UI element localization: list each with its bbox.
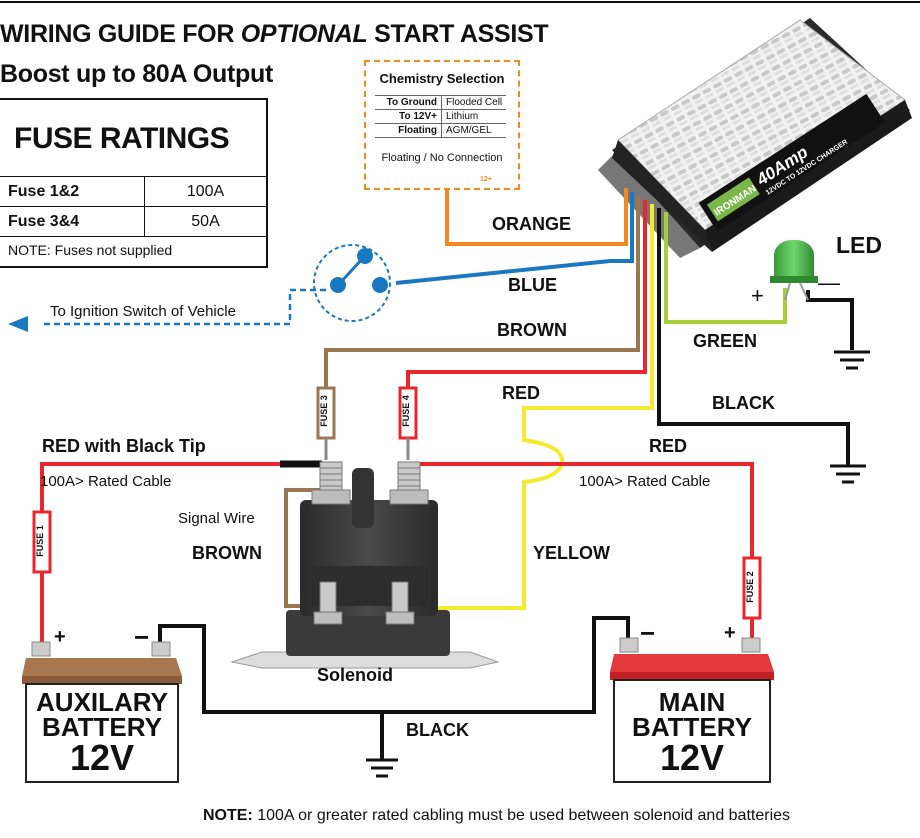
- table-row: Fuse 3&4 50A: [0, 206, 266, 237]
- aux-line3: 12V: [69, 737, 135, 778]
- fuse-1: [32, 510, 52, 574]
- fuse-name: Fuse 3&4: [0, 206, 145, 237]
- table-row: Fuse 1&2 100A: [0, 176, 266, 207]
- label-blue: BLUE: [508, 275, 557, 295]
- chem-key: Floating: [375, 123, 442, 138]
- label-ignition: To Ignition Switch of Vehicle: [50, 303, 236, 320]
- floating-label: Floating / No Connection: [381, 152, 503, 164]
- ignition-switch: [8, 244, 391, 332]
- label-fuse4: FUSE 4: [400, 395, 411, 427]
- label-fuse3: FUSE 3: [318, 395, 329, 427]
- bottom-note-text: 100A or greater rated cabling must be us…: [252, 807, 791, 824]
- chemistry-title: Chemistry Selection: [379, 71, 505, 86]
- ground-symbol-right: [830, 464, 866, 484]
- led-minus: —: [818, 270, 840, 295]
- fuse-2: [742, 556, 762, 620]
- label-red-black-tip: RED with Black Tip: [42, 436, 206, 456]
- chem-key: To Ground: [375, 95, 442, 110]
- fuse-note: NOTE: Fuses not supplied: [8, 242, 173, 258]
- chem-value: Flooded Cell: [441, 95, 507, 110]
- ground-symbol-led: [834, 350, 870, 370]
- title-part-2: OPTIONAL: [240, 20, 368, 48]
- chem-value: Lithium: [441, 109, 507, 124]
- label-black-right: BLACK: [712, 393, 775, 413]
- label-orange: ORANGE: [492, 214, 572, 234]
- label-brown-signal: BROWN: [192, 543, 262, 563]
- charger-wire-stubs: [624, 188, 668, 234]
- chem-value: AGM/GEL: [441, 123, 507, 138]
- aux-line2: BATTERY: [42, 712, 162, 742]
- label-led: LED: [836, 232, 882, 258]
- led-ground-wire: [806, 290, 854, 350]
- blue-wire: [395, 212, 634, 285]
- fuse-3: [316, 386, 336, 460]
- label-red-top: RED: [502, 383, 541, 403]
- fuse-ratings-table: FUSE RATINGS Fuse 1&2 100A Fuse 3&4 50A …: [0, 98, 268, 271]
- black-wire-bottom: [158, 616, 630, 714]
- fuse-ratings-heading: FUSE RATINGS: [14, 122, 230, 155]
- solenoid: [230, 461, 500, 669]
- bottom-note: NOTE: 100A or greater rated cabling must…: [203, 807, 790, 825]
- bottom-note-bold: NOTE:: [203, 807, 253, 824]
- brown-wire-top: [324, 216, 640, 390]
- fuse-name: Fuse 1&2: [0, 176, 145, 207]
- yellow-wire: [405, 224, 654, 610]
- main-battery-label: MAIN BATTERY 12V: [614, 687, 770, 778]
- fuse-value: 100A: [144, 176, 266, 207]
- fuse-4: [398, 386, 418, 460]
- green-wire: [664, 232, 787, 324]
- aux-line1: AUXILARY: [36, 687, 168, 717]
- orange-wire: [445, 170, 628, 246]
- table-row: To 12V+Lithium: [375, 109, 507, 124]
- label-black-bottom: BLACK: [406, 720, 469, 740]
- black-wire-right: [657, 228, 850, 466]
- label-cable-right: 100A> Rated Cable: [579, 473, 711, 490]
- chem-plus-label: 12+: [480, 176, 492, 183]
- label-yellow: YELLOW: [533, 543, 610, 563]
- label-fuse2: FUSE 2: [744, 571, 755, 603]
- page-subtitle: Boost up to 80A Output: [0, 60, 273, 88]
- red-wire-aux: [40, 462, 280, 650]
- title-part-1: WIRING GUIDE FOR: [0, 20, 235, 48]
- label-fuse1: FUSE 1: [34, 525, 45, 557]
- title-part-3: START ASSIST: [374, 20, 549, 48]
- red-wire-top: [406, 220, 647, 390]
- label-cable-left: 100A> Rated Cable: [40, 473, 172, 490]
- main-minus-sign: −: [640, 618, 656, 648]
- chem-key: To 12V+: [375, 109, 442, 124]
- main-plus-sign: +: [724, 622, 736, 644]
- label-solenoid: Solenoid: [317, 665, 393, 685]
- fuse-value: 50A: [144, 206, 266, 237]
- main-line3: 12V: [659, 737, 725, 778]
- aux-minus-sign: −: [134, 622, 150, 652]
- main-battery-graphic: [610, 637, 774, 783]
- led-plus: +: [751, 283, 764, 308]
- led-component: [770, 240, 818, 301]
- label-green: GREEN: [693, 331, 758, 351]
- aux-battery-label: AUXILARY BATTERY 12V: [26, 687, 178, 778]
- aux-battery-graphic: [22, 641, 182, 783]
- aux-plus-sign: +: [54, 626, 66, 648]
- label-brown-top: BROWN: [497, 320, 567, 340]
- fuse-ratings-rows: Fuse 1&2 100A Fuse 3&4 50A: [0, 176, 266, 271]
- main-line1: MAIN: [658, 687, 726, 717]
- label-signal-wire: Signal Wire: [178, 510, 255, 527]
- main-line2: BATTERY: [632, 712, 752, 742]
- page-title: WIRING GUIDE FOR OPTIONAL START ASSIST: [0, 20, 549, 49]
- label-red-right: RED: [649, 436, 688, 456]
- ground-symbol-bottom: [366, 758, 398, 778]
